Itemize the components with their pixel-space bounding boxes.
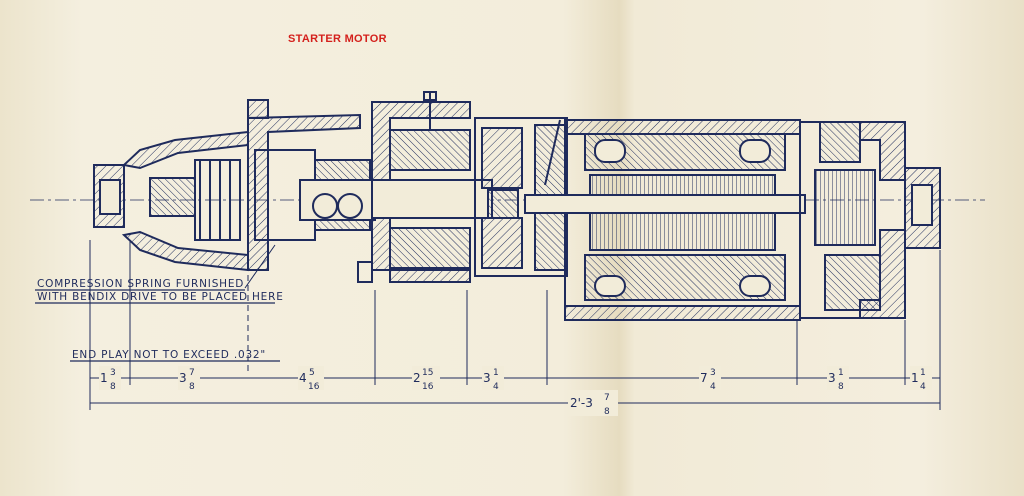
bearing-housing — [357, 91, 493, 283]
dimension-whole: 4 — [299, 371, 307, 385]
dimension-numerator: 7 — [189, 368, 195, 378]
dimension-label: 7 3 4 — [699, 366, 721, 392]
dimension-label: 3 1 4 — [482, 366, 504, 392]
dimension-denominator: 8 — [110, 382, 116, 392]
dimension-label: 1 3 8 — [99, 366, 121, 392]
overall-dimension-numerator: 7 — [604, 393, 610, 403]
dimension-numerator: 3 — [710, 368, 716, 378]
dimension-denominator: 16 — [308, 382, 320, 392]
dimension-label: 3 1 8 — [827, 366, 849, 392]
overall-dimension-whole: 2'-3 — [570, 396, 593, 410]
commutator-end — [799, 121, 906, 319]
spring-note-line2: WITH BENDIX DRIVE TO BE PLACED HERE — [37, 291, 284, 303]
dimension-label: 3 7 8 — [178, 366, 200, 392]
dimension-whole: 1 — [911, 371, 919, 385]
leader-line — [244, 244, 276, 289]
dimension-numerator: 1 — [920, 368, 926, 378]
dimension-numerator: 3 — [110, 368, 116, 378]
dimension-whole: 1 — [100, 371, 108, 385]
dimension-whole: 2 — [413, 371, 421, 385]
dimension-label: 4 5 16 — [298, 366, 324, 392]
dimension-numerator: 1 — [493, 368, 499, 378]
overall-dimension-label: 2'-3 7 8 — [568, 390, 618, 417]
dimension-numerator: 15 — [422, 368, 433, 378]
drive-housing — [247, 99, 376, 271]
dimension-denominator: 8 — [189, 382, 195, 392]
drawing-title: STARTER MOTOR — [288, 33, 387, 45]
nose-cap — [93, 164, 125, 228]
overall-dimension-denominator: 8 — [604, 407, 610, 417]
dimension-label: 2 15 16 — [412, 366, 440, 392]
dimension-denominator: 4 — [493, 382, 499, 392]
bendix-housing — [121, 130, 249, 272]
dimension-denominator: 16 — [422, 382, 434, 392]
extension-lines — [89, 240, 941, 410]
dimension-whole: 3 — [483, 371, 491, 385]
dimension-label: 1 1 4 — [910, 366, 932, 392]
end-play-note: END PLAY NOT TO EXCEED .032" — [72, 349, 266, 361]
spring-note-line1: COMPRESSION SPRING FURNISHED — [37, 278, 244, 290]
end-cap — [904, 167, 941, 249]
field-frame — [524, 119, 806, 321]
dimension-denominator: 4 — [710, 382, 716, 392]
dimension-whole: 3 — [179, 371, 187, 385]
dimension-numerator: 5 — [309, 368, 315, 378]
dimension-numerator: 1 — [838, 368, 844, 378]
dimension-whole: 3 — [828, 371, 836, 385]
dimension-denominator: 8 — [838, 382, 844, 392]
dimension-denominator: 4 — [920, 382, 926, 392]
dimension-whole: 7 — [700, 371, 708, 385]
gear-housing — [474, 117, 568, 277]
